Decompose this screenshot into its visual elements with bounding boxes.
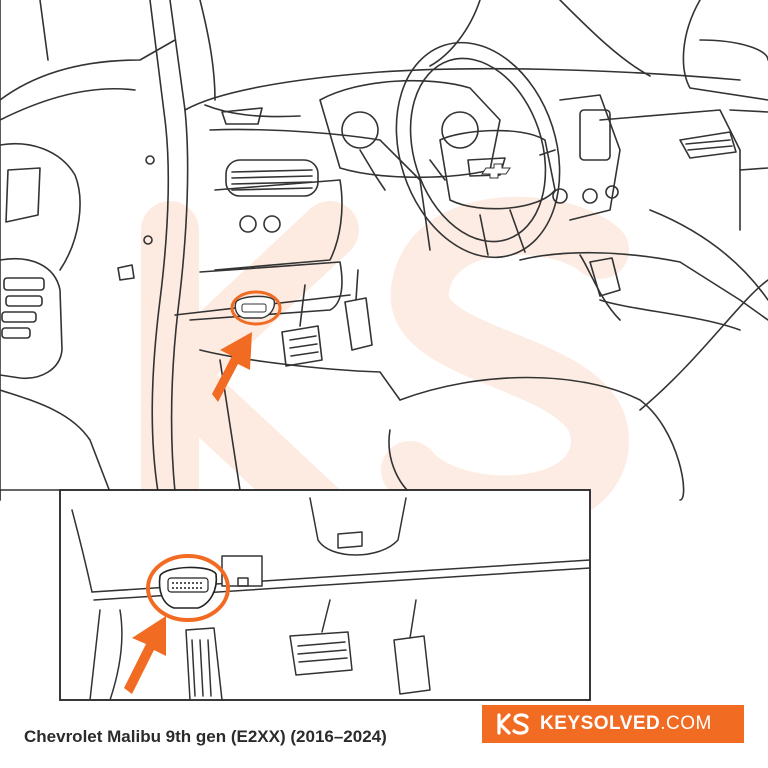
brand-wordmark: KEYSOLVED.COM	[540, 713, 712, 735]
inset-detail-panel	[0, 489, 591, 701]
brand-domain-suffix: .COM	[660, 713, 712, 734]
pointer-arrow-icon	[124, 616, 166, 694]
chevrolet-bowtie-icon	[481, 163, 511, 179]
vehicle-title: Chevrolet Malibu 9th gen (E2XX) (2016–20…	[24, 727, 387, 746]
obd-port-icon	[230, 290, 282, 326]
pointer-arrow-icon	[212, 332, 252, 402]
ks-monogram-icon	[497, 713, 529, 735]
obd-port-icon	[146, 554, 230, 622]
keysolved-brand-link[interactable]: KEYSOLVED.COM	[482, 705, 744, 743]
upper-scene	[0, 0, 768, 501]
brand-name: KEYSOLVED	[540, 713, 661, 734]
